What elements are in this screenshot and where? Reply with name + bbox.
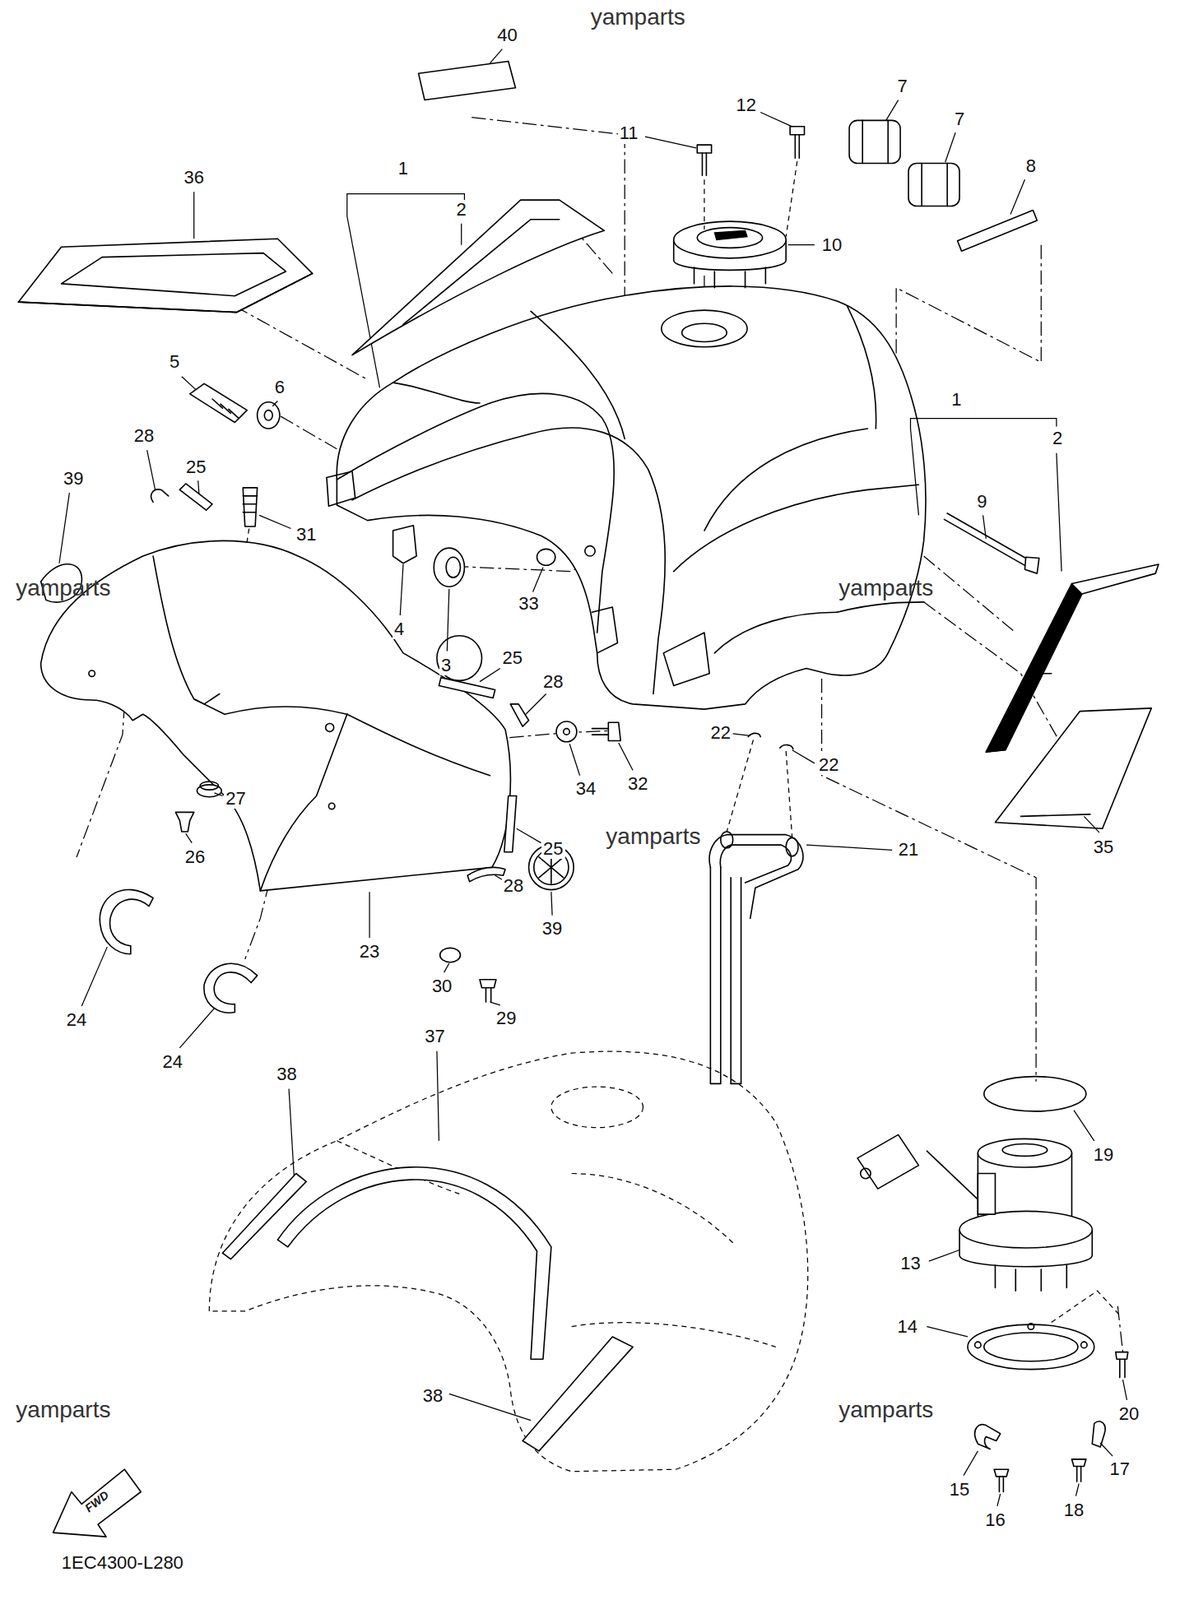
- callout-number: 14: [896, 1317, 920, 1338]
- callout-number: 31: [294, 524, 318, 545]
- callout-number: 21: [896, 840, 920, 860]
- callout-number: 11: [617, 123, 641, 144]
- fuel-tank: [326, 286, 926, 710]
- callout-number: 1: [396, 158, 410, 179]
- fuel-cap: [673, 221, 786, 289]
- callout-number: 24: [65, 1010, 89, 1031]
- callout-number: 39: [540, 919, 564, 939]
- diagram-code: 1EC4300-L280: [60, 1553, 186, 1574]
- watermark: yamparts: [836, 576, 935, 602]
- hose-assembly: [709, 739, 804, 1084]
- callout-number: 4: [392, 619, 406, 640]
- callout-number: 6: [273, 377, 287, 398]
- direction-label: FWD: [81, 1488, 113, 1517]
- callout-number: 20: [1117, 1404, 1141, 1425]
- watermark: yamparts: [13, 576, 112, 602]
- callout-number: 40: [495, 25, 519, 46]
- callout-number: 37: [422, 1026, 446, 1047]
- callout-number: 22: [709, 723, 733, 744]
- callout-number: 38: [421, 1386, 445, 1407]
- callout-number: 19: [1091, 1145, 1115, 1166]
- callout-number: 38: [274, 1064, 298, 1085]
- callout-number: 24: [160, 1052, 184, 1073]
- callout-number: 36: [181, 167, 205, 188]
- callout-number: 15: [947, 1480, 971, 1501]
- callout-number: 22: [817, 755, 841, 776]
- callout-number: 2: [1050, 428, 1064, 449]
- callout-number: 34: [574, 779, 598, 800]
- callout-number: 8: [1024, 156, 1038, 177]
- callout-number: 30: [430, 976, 454, 997]
- watermark: yamparts: [13, 1398, 112, 1424]
- callout-number: 25: [541, 839, 565, 860]
- callout-number: 13: [898, 1254, 922, 1274]
- watermark: yamparts: [603, 824, 702, 851]
- watermark: yamparts: [589, 4, 688, 31]
- callout-number: 39: [61, 469, 85, 489]
- callout-number: 27: [223, 789, 247, 809]
- callout-number: 23: [357, 942, 381, 962]
- callout-number: 1: [949, 390, 963, 410]
- tank-outline: [209, 1051, 808, 1473]
- callout-number: 28: [132, 426, 156, 446]
- callout-number: 18: [1062, 1500, 1086, 1521]
- callout-number: 32: [626, 774, 650, 795]
- fuel-pump: [857, 1077, 1129, 1493]
- callout-number: 33: [516, 594, 540, 614]
- callout-number: 9: [975, 492, 989, 512]
- callout-number: 12: [734, 95, 758, 116]
- callout-number: 7: [952, 109, 967, 130]
- callout-number: 25: [500, 648, 524, 669]
- callout-number: 2: [455, 199, 469, 220]
- callout-number: 17: [1108, 1459, 1132, 1480]
- tank-cover: [41, 540, 512, 891]
- callout-number: 25: [184, 457, 208, 478]
- leader-lines: [59, 49, 1127, 1507]
- callout-number: 28: [501, 876, 525, 897]
- callout-number: 5: [167, 352, 182, 372]
- callout-number: 35: [1091, 837, 1115, 858]
- callout-number: 26: [183, 847, 207, 868]
- direction-arrow: [53, 1469, 142, 1538]
- callout-number: 7: [895, 76, 909, 97]
- callout-number: 10: [820, 235, 844, 256]
- watermark: yamparts: [836, 1398, 935, 1424]
- callout-number: 29: [494, 1008, 518, 1029]
- callout-number: 28: [541, 672, 565, 693]
- callout-number: 16: [983, 1510, 1007, 1531]
- callout-number: 3: [439, 655, 453, 676]
